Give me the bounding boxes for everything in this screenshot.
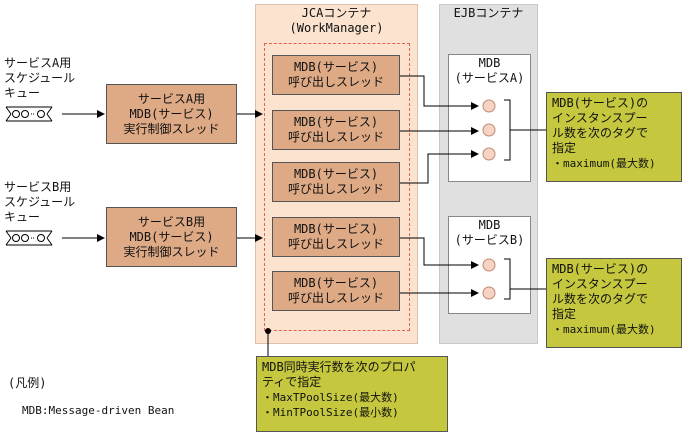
control-a-line-1: サービスA用 (137, 91, 206, 106)
note-b-line-2: インスタンスプー (552, 277, 648, 291)
call-thread-1: MDB(サービス) 呼び出しスレッド (272, 55, 400, 95)
call-thread-2: MDB(サービス) 呼び出しスレッド (272, 110, 400, 150)
note-a-line-1: MDB(サービス)の (552, 96, 649, 110)
mdb-b-label-2: (サービスB) (454, 233, 525, 247)
call-thread-5: MDB(サービス) 呼び出しスレッド (272, 271, 400, 311)
queue-b-label-1: サービスB用 (4, 180, 72, 194)
queue-a-label-1: サービスA用 (4, 56, 72, 70)
note-a-line-2: インスタンスプー (552, 111, 648, 125)
control-b-line-2: MDB(サービス) (129, 229, 214, 244)
jca-title: JCAコンテナ (301, 6, 372, 20)
instance-a-2 (482, 123, 496, 137)
instance-a-1 (482, 99, 496, 113)
instance-b-2 (482, 286, 496, 300)
bracket-b (504, 258, 511, 300)
call-thread-3: MDB(サービス) 呼び出しスレッド (272, 162, 400, 202)
call-4-line-1: MDB(サービス) (293, 222, 379, 236)
note-c-line-3: ・MaxTPoolSize(最大数) (262, 391, 399, 404)
queue-b-label-2: スケジュール (4, 195, 76, 209)
control-b-line-1: サービスB用 (137, 214, 206, 229)
note-a-line-5: ・maximum(最大数) (552, 157, 656, 170)
call-5-line-2: 呼び出しスレッド (287, 291, 384, 305)
note-concurrency: MDB同時実行数を次のプロパ ティで指定 ・MaxTPoolSize(最大数) … (256, 356, 448, 432)
arrow-call-4 (400, 237, 479, 269)
note-c-line-2: ティで指定 (262, 375, 322, 389)
note-c-line-1: MDB同時実行数を次のプロパ (262, 360, 416, 374)
call-5-line-1: MDB(サービス) (293, 276, 379, 290)
arrow-call-3 (400, 150, 479, 184)
bracket-a (504, 99, 511, 161)
legend-item: MDB:Message-driven Bean (22, 404, 175, 417)
call-1-line-2: 呼び出しスレッド (287, 75, 384, 89)
mdb-box-a (448, 54, 531, 182)
note-instance-pool-b: MDB(サービス)の インスタンスプー ル数を次のタグで 指定 ・maximum… (546, 258, 682, 348)
instance-b-1 (482, 258, 496, 272)
queue-a-label-3: キュー (4, 86, 41, 100)
note-b-line-1: MDB(サービス)の (552, 262, 649, 276)
workmanager-pool (264, 43, 410, 331)
mdb-a-label-1: MDB (478, 56, 501, 70)
control-a-line-3: 実行制御スレッド (123, 121, 220, 136)
call-3-line-1: MDB(サービス) (293, 167, 379, 181)
arrow-call-1 (400, 75, 479, 110)
control-b-line-3: 実行制御スレッド (123, 244, 220, 259)
control-a-line-2: MDB(サービス) (129, 106, 214, 121)
mdb-b-label-1: MDB (478, 218, 501, 232)
queue-icon (5, 230, 53, 246)
call-thread-4: MDB(サービス) 呼び出しスレッド (272, 217, 400, 257)
call-2-line-2: 呼び出しスレッド (287, 130, 384, 144)
note-a-line-3: ル数を次のタグで (552, 126, 649, 140)
note-c-line-4: ・MinTPoolSize(最小数) (262, 406, 399, 419)
control-thread-a: サービスA用 MDB(サービス) 実行制御スレッド (106, 84, 237, 144)
note-b-line-5: ・maximum(最大数) (552, 323, 656, 336)
note-b-line-3: ル数を次のタグで (552, 292, 649, 306)
note-b-line-4: 指定 (552, 307, 577, 321)
call-4-line-2: 呼び出しスレッド (287, 237, 384, 251)
control-thread-b: サービスB用 MDB(サービス) 実行制御スレッド (106, 207, 237, 267)
call-2-line-1: MDB(サービス) (293, 115, 379, 129)
queue-a-label-2: スケジュール (4, 71, 76, 85)
ejb-title: EJBコンテナ (453, 6, 524, 20)
mdb-a-label-2: (サービスA) (454, 71, 525, 85)
note-instance-pool-a: MDB(サービス)の インスタンスプー ル数を次のタグで 指定 ・maximum… (546, 92, 682, 182)
note-a-line-4: 指定 (552, 141, 577, 155)
call-3-line-2: 呼び出しスレッド (287, 182, 384, 196)
instance-a-3 (482, 147, 496, 161)
queue-icon (5, 106, 53, 122)
queue-b-label-3: キュー (4, 210, 41, 224)
jca-subtitle: (WorkManager) (289, 21, 384, 35)
legend-title: (凡例) (8, 376, 47, 390)
call-1-line-1: MDB(サービス) (293, 60, 379, 74)
